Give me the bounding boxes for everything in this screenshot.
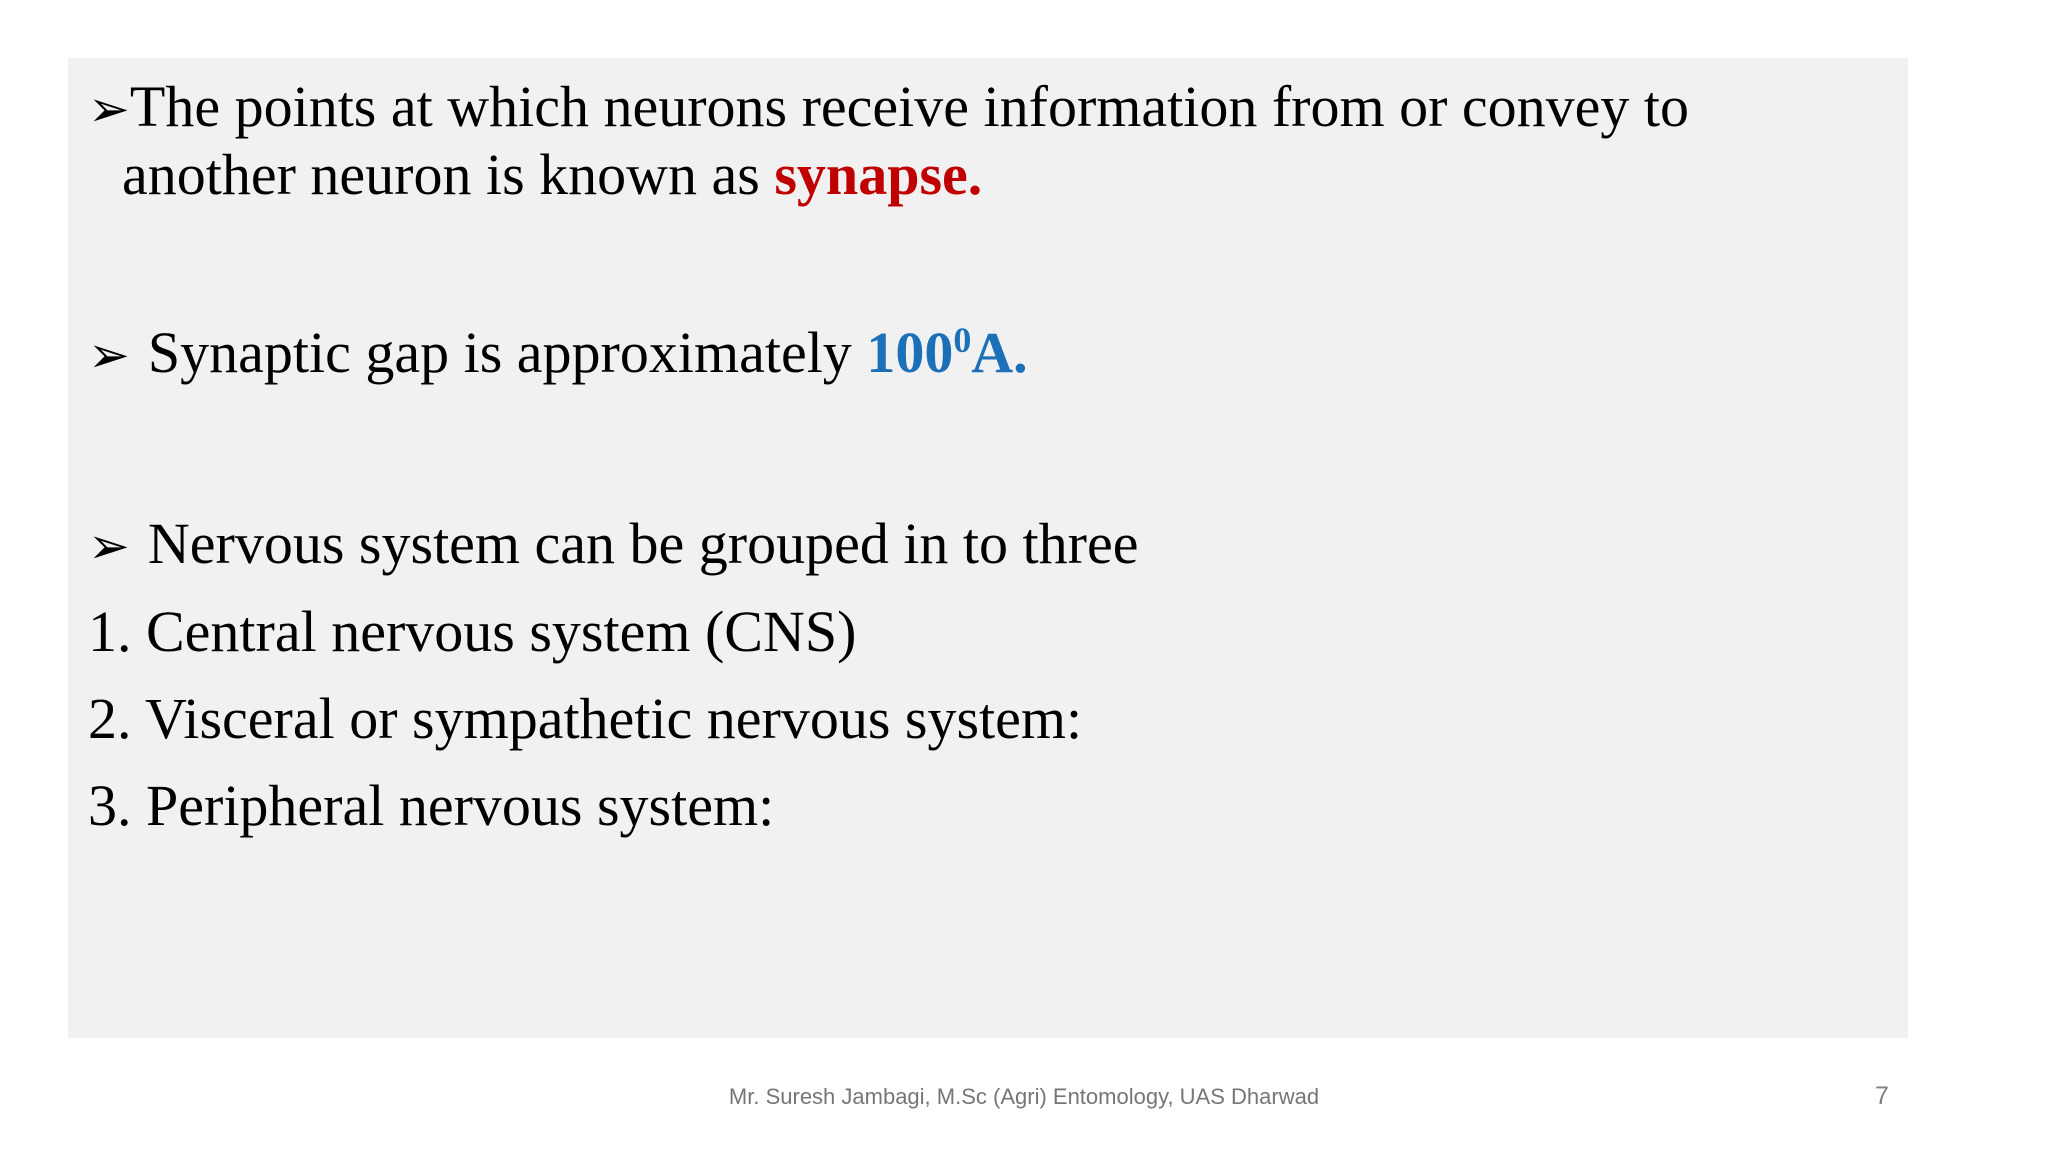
- numbered-item-visceral: 2. Visceral or sympathetic nervous syste…: [88, 686, 1083, 751]
- gap-value-unit: A.: [971, 320, 1028, 385]
- gap-value-superscript: 0: [953, 320, 972, 361]
- gap-value-highlight: 1000A.: [866, 320, 1027, 385]
- bullet-nervous-system-groups: ➢ Nervous system can be grouped in to thr…: [88, 511, 1868, 579]
- page-number: 7: [1875, 1082, 1889, 1110]
- synapse-highlight: synapse.: [774, 142, 983, 207]
- slide-content-box: ➢The points at which neurons receive inf…: [68, 58, 1908, 1038]
- arrow-bullet-icon: ➢: [88, 517, 130, 575]
- numbered-item-cns: 1. Central nervous system (CNS): [88, 599, 857, 664]
- arrow-bullet-icon: ➢: [88, 80, 130, 138]
- bullet-text: The points at which neurons receive info…: [129, 74, 1689, 139]
- bullet-text: Nervous system can be grouped in to thre…: [147, 511, 1139, 576]
- numbered-item-peripheral: 3. Peripheral nervous system:: [88, 773, 775, 838]
- bullet-synapse-definition: ➢The points at which neurons receive inf…: [88, 74, 1868, 208]
- gap-value-number: 100: [866, 320, 954, 385]
- slide-footer: Mr. Suresh Jambagi, M.Sc (Agri) Entomolo…: [728, 1084, 1320, 1109]
- bullet-text: another neuron is known as: [122, 142, 775, 207]
- bullet-synaptic-gap: ➢ Synaptic gap is approximately 1000A.: [88, 320, 1868, 393]
- arrow-bullet-icon: ➢: [88, 326, 130, 384]
- bullet-text: Synaptic gap is approximately: [147, 320, 867, 385]
